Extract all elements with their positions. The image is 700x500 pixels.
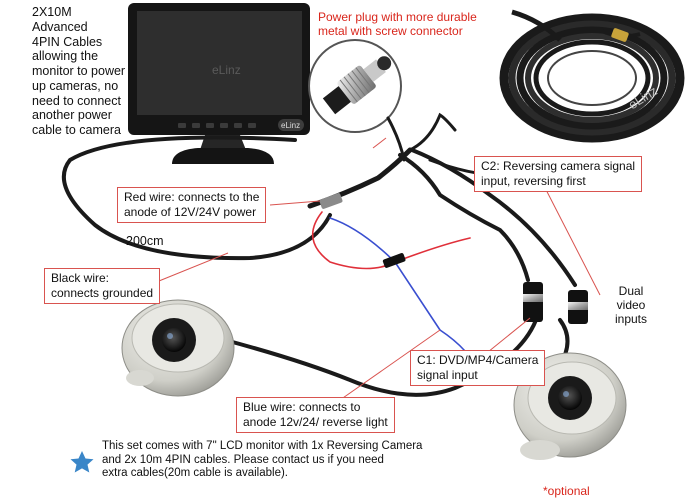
top-left-note: 2X10M Advanced 4PIN Cables allowing the … xyxy=(32,5,128,138)
power-plug-note-line: Power plug with more durable xyxy=(318,10,477,24)
footer-note: This set comes with 7" LCD monitor with … xyxy=(102,440,442,481)
callout-red-wire: Red wire: connects to the anode of 12V/2… xyxy=(117,187,267,223)
callout-c2-line: C2: Reversing camera signal xyxy=(481,159,636,173)
coiled-cable xyxy=(499,9,685,143)
callout-black-wire-line: Black wire: xyxy=(51,271,110,285)
top-left-note-line: need to connect xyxy=(32,93,121,108)
top-left-note-line: 4PIN Cables xyxy=(32,34,103,49)
red-wire xyxy=(311,211,471,270)
callout-red-wire-line: Red wire: connects to the xyxy=(124,190,260,204)
callout-c2-line: input, reversing first xyxy=(481,174,586,188)
power-plug-connector xyxy=(319,193,343,209)
video-connector-c2 xyxy=(568,290,588,324)
power-plug-inset xyxy=(308,39,402,133)
callout-black-wire-line: connects grounded xyxy=(51,286,154,300)
footer-note-line: extra cables(20m cable is available). xyxy=(102,467,289,480)
monitor-buttons xyxy=(178,123,256,128)
top-left-note-line: 2X10M Advanced xyxy=(32,5,88,34)
star-icon xyxy=(70,451,94,473)
dual-video-inputs-line: inputs xyxy=(614,312,648,327)
top-left-note-line: another power xyxy=(32,108,112,123)
callout-c1-line: C1: DVD/MP4/Camera xyxy=(417,353,539,367)
cable-to-junction xyxy=(307,147,413,209)
video-connector-c1 xyxy=(523,282,543,322)
main-cable xyxy=(61,135,332,261)
monitor-brand-watermark: eLinz xyxy=(212,63,241,77)
footer-note-line: and 2x 10m 4PIN cables. Please contact u… xyxy=(102,453,384,466)
footer-note-line: This set comes with 7" LCD monitor with … xyxy=(102,440,423,452)
blue-wire xyxy=(329,217,479,373)
dual-video-inputs-line: video xyxy=(616,298,646,313)
monitor-logo-text: eLinz xyxy=(281,121,300,130)
optional-label: *optional xyxy=(543,484,590,498)
inline-connector xyxy=(382,253,406,268)
callout-c1-line: signal input xyxy=(417,368,478,382)
callout-c2: C2: Reversing camera signal input, rever… xyxy=(474,156,643,192)
callout-c1: C1: DVD/MP4/Camera signal input xyxy=(410,350,546,386)
monitor-screen xyxy=(137,11,302,115)
top-left-note-line: cable to camera xyxy=(32,123,121,137)
camera-left xyxy=(121,299,235,397)
top-left-note-line: monitor to power xyxy=(32,64,126,78)
top-left-note-line: allowing the xyxy=(32,49,99,64)
leader-lines xyxy=(153,137,601,401)
monitor-base xyxy=(172,148,274,164)
callout-blue-wire: Blue wire: connects to anode 12v/24/ rev… xyxy=(236,397,395,433)
callout-blue-wire-line: anode 12v/24/ reverse light xyxy=(243,415,388,429)
monitor-logo-badge xyxy=(278,119,304,131)
power-plug-note: Power plug with more durable metal with … xyxy=(318,10,477,38)
callout-black-wire: Black wire: connects grounded xyxy=(44,268,161,304)
power-plug-note-line: metal with screw connector xyxy=(318,24,463,39)
callout-red-wire-line: anode of 12V/24V power xyxy=(124,205,257,219)
top-left-note-line: up cameras, no xyxy=(32,78,119,93)
cable-length-label: 200cm xyxy=(126,234,164,248)
coil-connector xyxy=(611,28,629,42)
dual-video-inputs-label: Dual video inputs xyxy=(606,284,656,326)
monitor: eLinz eLinz xyxy=(128,3,310,164)
dual-video-inputs-line: Dual xyxy=(618,284,644,298)
callout-blue-wire-line: Blue wire: connects to xyxy=(243,400,361,414)
